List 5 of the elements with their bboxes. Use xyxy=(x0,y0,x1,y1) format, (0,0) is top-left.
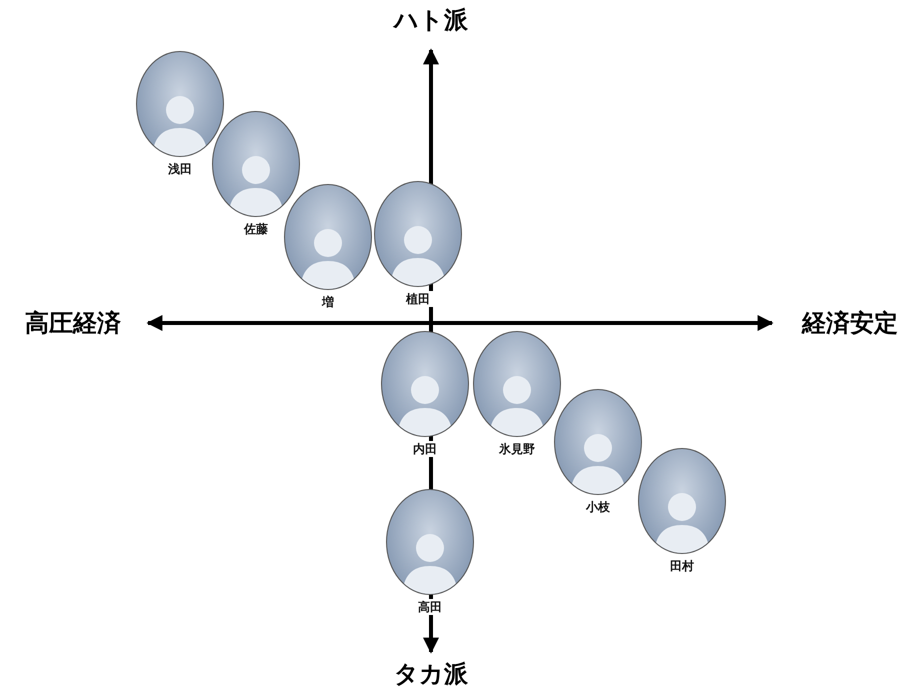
person-name: 小枝 xyxy=(583,499,613,516)
person-name: 増 xyxy=(319,294,337,310)
person-name: 植田 xyxy=(403,291,433,308)
person-name: 氷見野 xyxy=(496,441,538,458)
person-name: 佐藤 xyxy=(241,221,271,238)
